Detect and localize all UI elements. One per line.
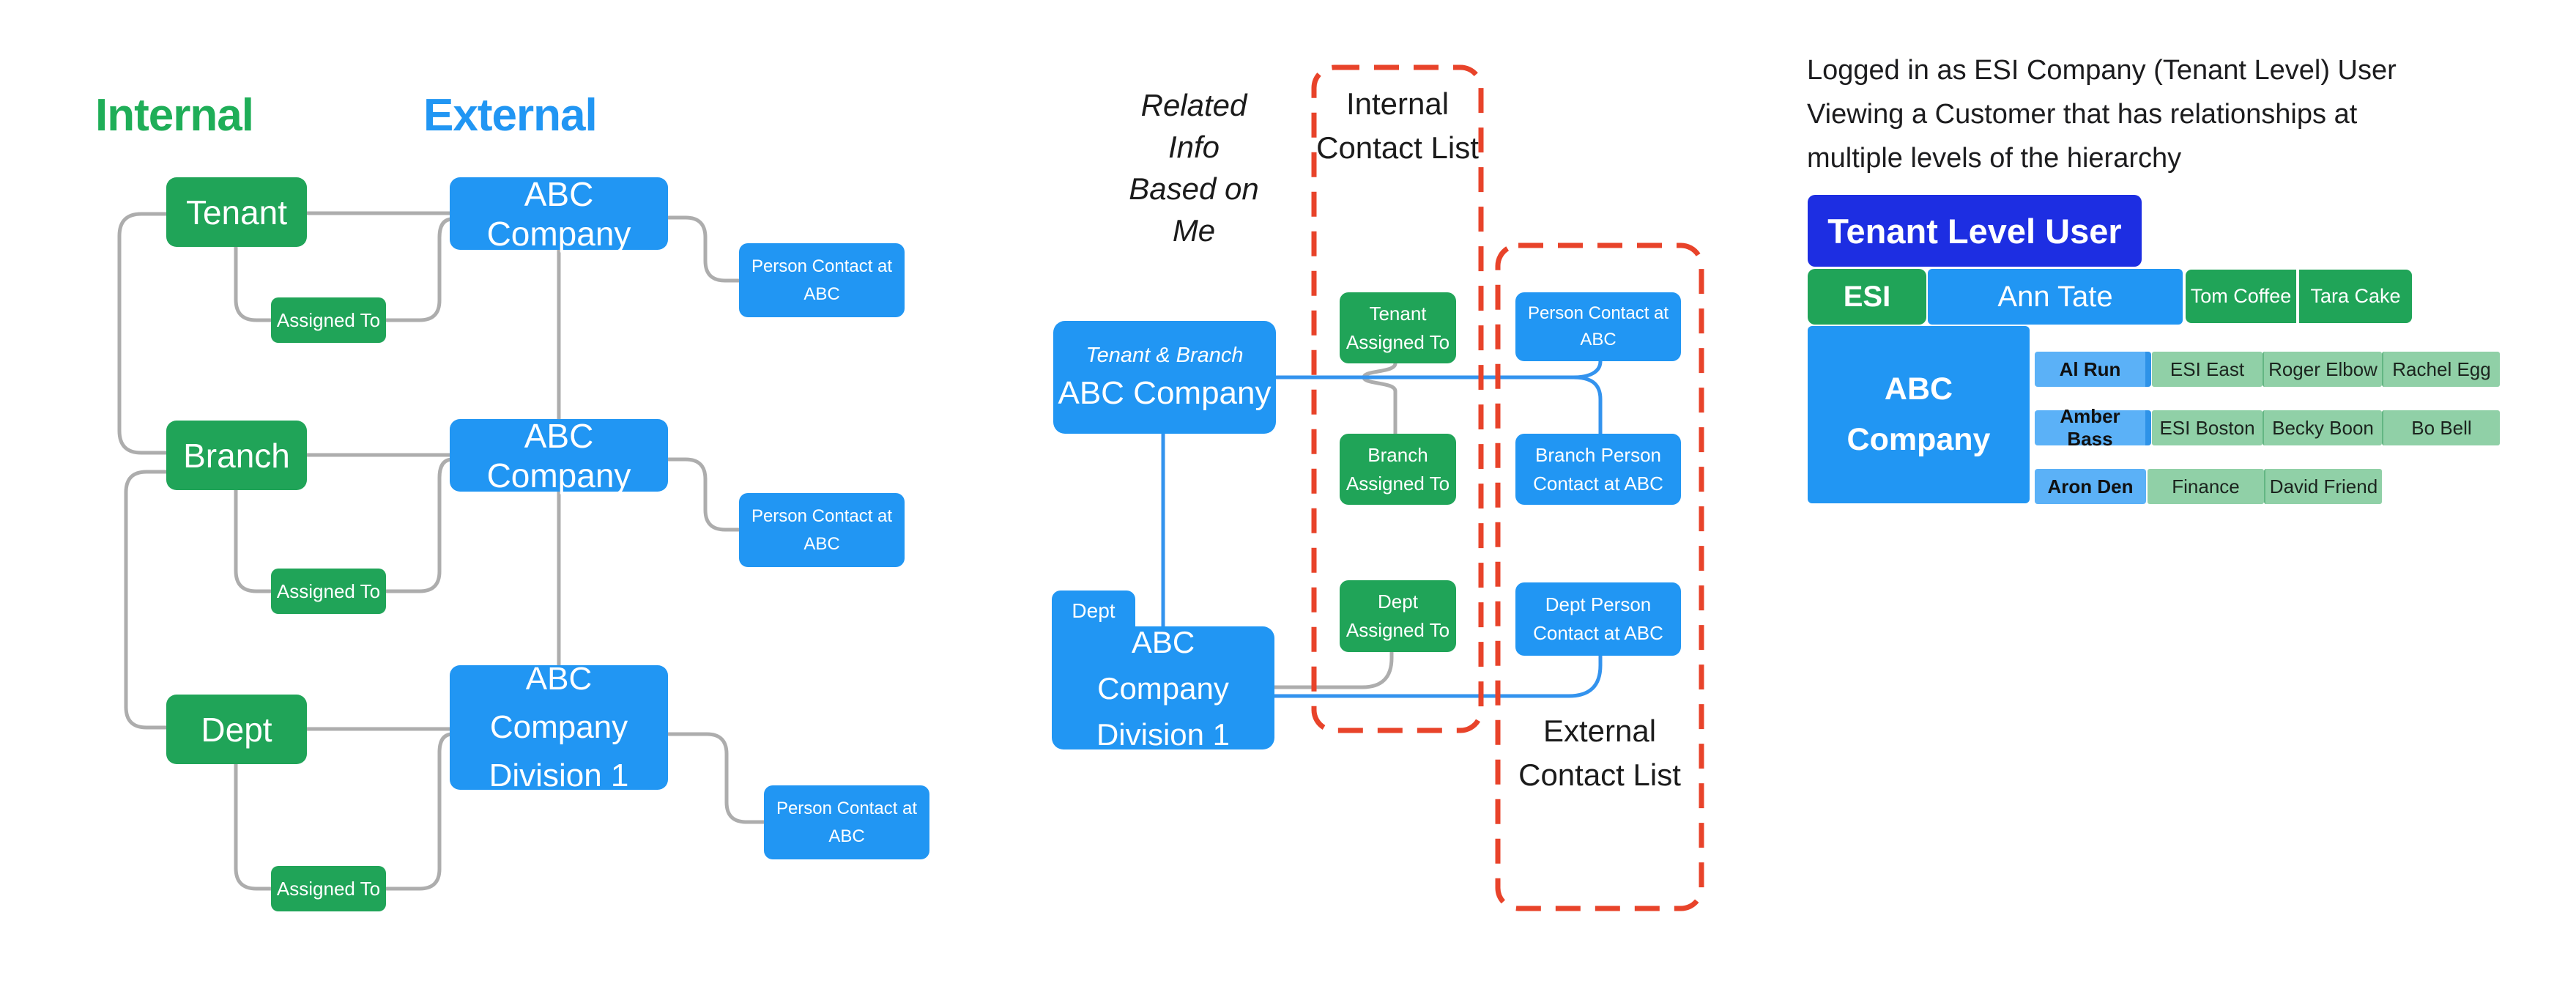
internal-contact-list-outline (1311, 64, 1484, 733)
node-mid-abc-company: Tenant & Branch ABC Company (1053, 321, 1276, 434)
node-abc-division: ABC Company Division 1 (450, 661, 668, 793)
wire-division-dept-assigned (1272, 650, 1394, 689)
node-abc-company-branch: ABC Company (450, 417, 668, 495)
row-user-cell: Aron Den (2035, 469, 2146, 504)
tenant-user-cell: Ann Tate (1928, 269, 2183, 325)
row-org-cell: ESI East (2152, 352, 2263, 387)
wire-tenant-branch (117, 212, 168, 455)
row-user-cell: Amber Bass (2035, 405, 2151, 450)
node-person-contact-branch: Person Contact at ABC (739, 493, 905, 567)
wire-abc3-contact (666, 732, 766, 824)
row-contact-cell: Bo Bell (2382, 410, 2500, 445)
row-contact-cell: David Friend (2264, 469, 2382, 504)
node-tenant: Tenant (166, 177, 307, 247)
caption-line-1: Logged in as ESI Company (Tenant Level) … (1807, 55, 2397, 86)
customer-cell: ABC Company (1808, 326, 2030, 503)
wire-mid-assigned-bracket (1362, 361, 1398, 436)
row-org-cell: Finance (2148, 469, 2264, 504)
caption: Logged in as ESI Company (Tenant Level) … (1807, 48, 2397, 180)
mid-division-name: ABC Company Division 1 (1052, 625, 1274, 752)
node-abc-company-tenant: ABC Company (450, 175, 668, 253)
mid-division-tag: Dept (1052, 591, 1135, 631)
row-contact-cell: Roger Elbow (2263, 352, 2382, 387)
wire-assigned-abc3 (384, 732, 455, 891)
external-heading: External (423, 90, 598, 141)
related-info-note: Related Info Based on Me (1129, 88, 1259, 248)
internal-contact-list-title: Internal Contact List (1316, 86, 1479, 165)
internal-heading: Internal (95, 90, 254, 141)
row-contact-cell: Rachel Egg (2382, 352, 2500, 387)
tenant-contact-cell-2: Tara Cake (2299, 270, 2412, 323)
wire-division-deptperson (1272, 654, 1603, 698)
wire-branch-dept (124, 470, 168, 730)
node-person-contact-dept: Person Contact at ABC (764, 785, 929, 859)
node-branch-person-contact: Branch Person Contact at ABC (1515, 434, 1681, 505)
wire-fork-person (1571, 359, 1603, 380)
node-assigned-to-tenant: Assigned To (271, 297, 386, 343)
tenant-level-user-badge: Tenant Level User (1808, 195, 2142, 267)
external-contact-list-title: External Contact List (1518, 714, 1681, 792)
row-user-cell: Al Run (2035, 352, 2151, 387)
node-tenant-assigned-to: Tenant Assigned To (1340, 292, 1456, 363)
node-dept-person-contact: Dept Person Contact at ABC (1515, 582, 1681, 656)
wire-assigned-abc1 (384, 217, 455, 322)
caption-line-2: Viewing a Customer that has relationship… (1807, 99, 2358, 130)
tenant-contact-cell-1: Tom Coffee (2186, 270, 2296, 323)
wire-assigned-abc2 (384, 457, 455, 593)
wire-abc1-contact (666, 215, 741, 283)
mid-company-tag: Tenant & Branch (1085, 343, 1244, 367)
node-assigned-to-branch: Assigned To (271, 569, 386, 614)
mid-company-name: ABC Company (1058, 374, 1272, 411)
caption-line-3: multiple levels of the hierarchy (1807, 143, 2182, 174)
node-person-contact-tenant: Person Contact at ABC (739, 243, 905, 317)
wire-branch-assigned (234, 488, 273, 593)
wire-abc2-contact (666, 457, 741, 532)
node-dept-assigned-to: Dept Assigned To (1340, 580, 1456, 652)
node-dept: Dept (166, 695, 307, 764)
node-branch: Branch (166, 421, 307, 490)
row-contact-cell: Becky Boon (2263, 410, 2382, 445)
node-mid-division-group: Dept ABC Company Division 1 (1052, 591, 1274, 752)
wire-fork-branchperson (1571, 375, 1603, 436)
row-org-cell: ESI Boston (2152, 410, 2263, 445)
node-assigned-to-dept: Assigned To (271, 866, 386, 911)
external-contact-list-outline (1495, 243, 1704, 911)
wire-dept-assigned (234, 762, 273, 891)
tenant-org-cell: ESI (1808, 269, 1926, 325)
node-branch-assigned-to: Branch Assigned To (1340, 434, 1456, 505)
wire-tenant-assigned (234, 245, 273, 322)
node-person-contact-at-abc: Person Contact at ABC (1515, 292, 1681, 361)
